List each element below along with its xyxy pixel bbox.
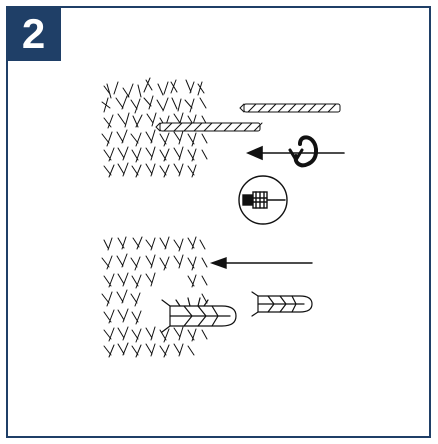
drill-bit-in-wall: [155, 122, 263, 132]
wall-plug-icon: [251, 291, 313, 317]
rotation-arrow-icon: [245, 135, 345, 168]
wall-upper: [101, 77, 208, 178]
step-number: 2: [21, 9, 46, 57]
drill-bit-icon: [239, 103, 341, 113]
step-number-badge: 2: [6, 6, 61, 61]
insert-arrow-icon: [209, 257, 313, 269]
wall-lower: [101, 236, 208, 358]
wall-plug-in-wall: [161, 297, 237, 333]
hammer-mode-icon: [238, 175, 288, 225]
instruction-frame: [6, 6, 431, 438]
